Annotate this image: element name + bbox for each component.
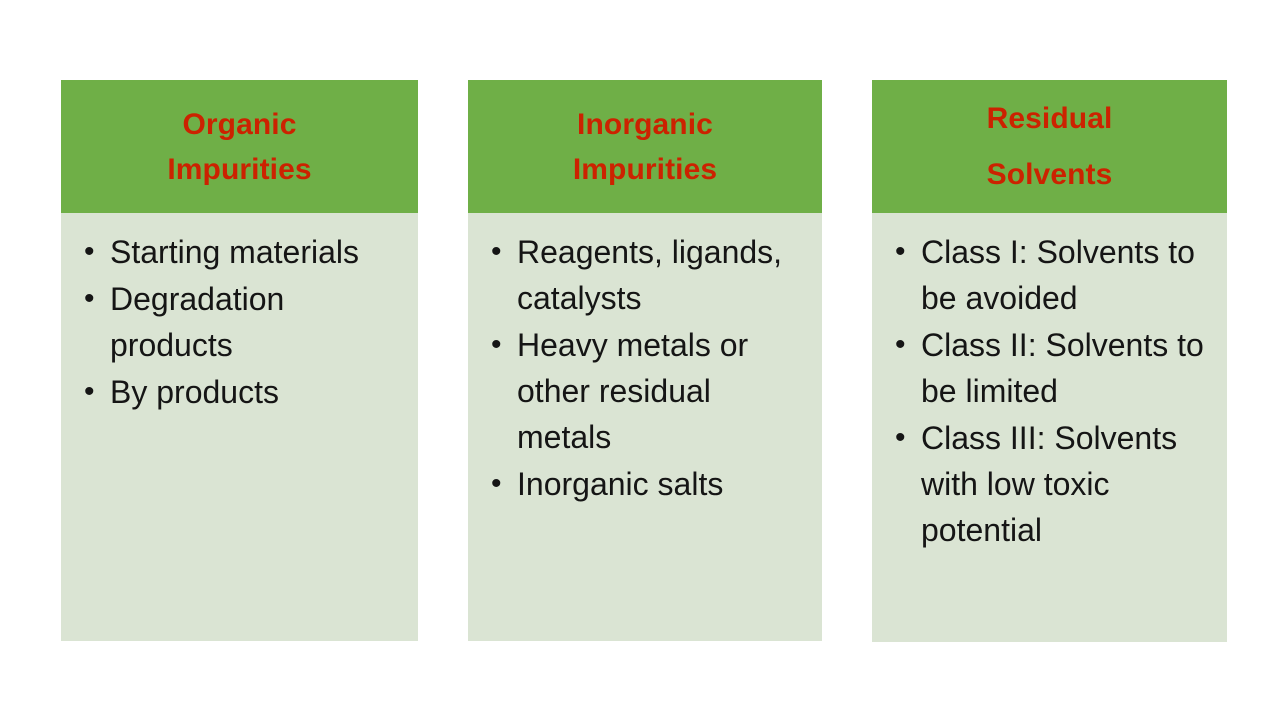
card-body-inorganic-impurities: • Reagents, ligands, catalysts • Heavy m… <box>468 213 822 641</box>
bullet-icon: • <box>491 235 502 268</box>
card-residual-solvents: Residual Solvents • Class I: Solvents to… <box>872 80 1227 642</box>
list-item: • Starting materials <box>61 229 410 275</box>
bullet-list: • Starting materials • Degradation produ… <box>61 229 410 415</box>
card-header-residual-solvents: Residual Solvents <box>872 80 1227 213</box>
list-item: • Reagents, ligands, catalysts <box>468 229 814 321</box>
list-item: • By products <box>61 369 410 415</box>
card-inorganic-impurities: Inorganic Impurities • Reagents, ligands… <box>468 80 822 641</box>
list-item-label: Inorganic salts <box>517 466 724 502</box>
list-item: • Class II: Solvents to be limited <box>872 322 1219 414</box>
card-title: Inorganic Impurities <box>572 107 718 186</box>
list-item-label: Starting materials <box>110 234 359 270</box>
list-item-label: Class I: Solvents to be avoided <box>921 234 1195 316</box>
card-title: Organic Impurities <box>167 107 312 186</box>
bullet-icon: • <box>84 282 95 315</box>
card-body-organic-impurities: • Starting materials • Degradation produ… <box>61 213 418 641</box>
bullet-list: • Reagents, ligands, catalysts • Heavy m… <box>468 229 814 507</box>
list-item-label: By products <box>110 374 279 410</box>
list-item: • Class I: Solvents to be avoided <box>872 229 1219 321</box>
list-item-label: Degradation products <box>110 281 285 363</box>
list-item: • Inorganic salts <box>468 461 814 507</box>
card-organic-impurities: Organic Impurities • Starting materials … <box>61 80 418 641</box>
card-title: Residual Solvents <box>986 101 1113 191</box>
bullet-icon: • <box>84 235 95 268</box>
list-item: • Class III: Solvents with low toxic pot… <box>872 415 1219 553</box>
bullet-icon: • <box>895 421 906 454</box>
card-header-organic-impurities: Organic Impurities <box>61 80 418 213</box>
list-item-label: Reagents, ligands, catalysts <box>517 234 783 316</box>
bullet-icon: • <box>895 328 906 361</box>
list-item-label: Class III: Solvents with low toxic poten… <box>921 420 1178 548</box>
bullet-icon: • <box>491 467 502 500</box>
list-item-label: Class II: Solvents to be limited <box>921 327 1204 409</box>
list-item-label: Heavy metals or other residual metals <box>517 327 749 455</box>
bullet-icon: • <box>84 375 95 408</box>
list-item: • Heavy metals or other residual metals <box>468 322 814 460</box>
bullet-icon: • <box>491 328 502 361</box>
bullet-list: • Class I: Solvents to be avoided • Clas… <box>872 229 1219 553</box>
bullet-icon: • <box>895 235 906 268</box>
list-item: • Degradation products <box>61 276 410 368</box>
card-header-inorganic-impurities: Inorganic Impurities <box>468 80 822 213</box>
card-body-residual-solvents: • Class I: Solvents to be avoided • Clas… <box>872 213 1227 642</box>
